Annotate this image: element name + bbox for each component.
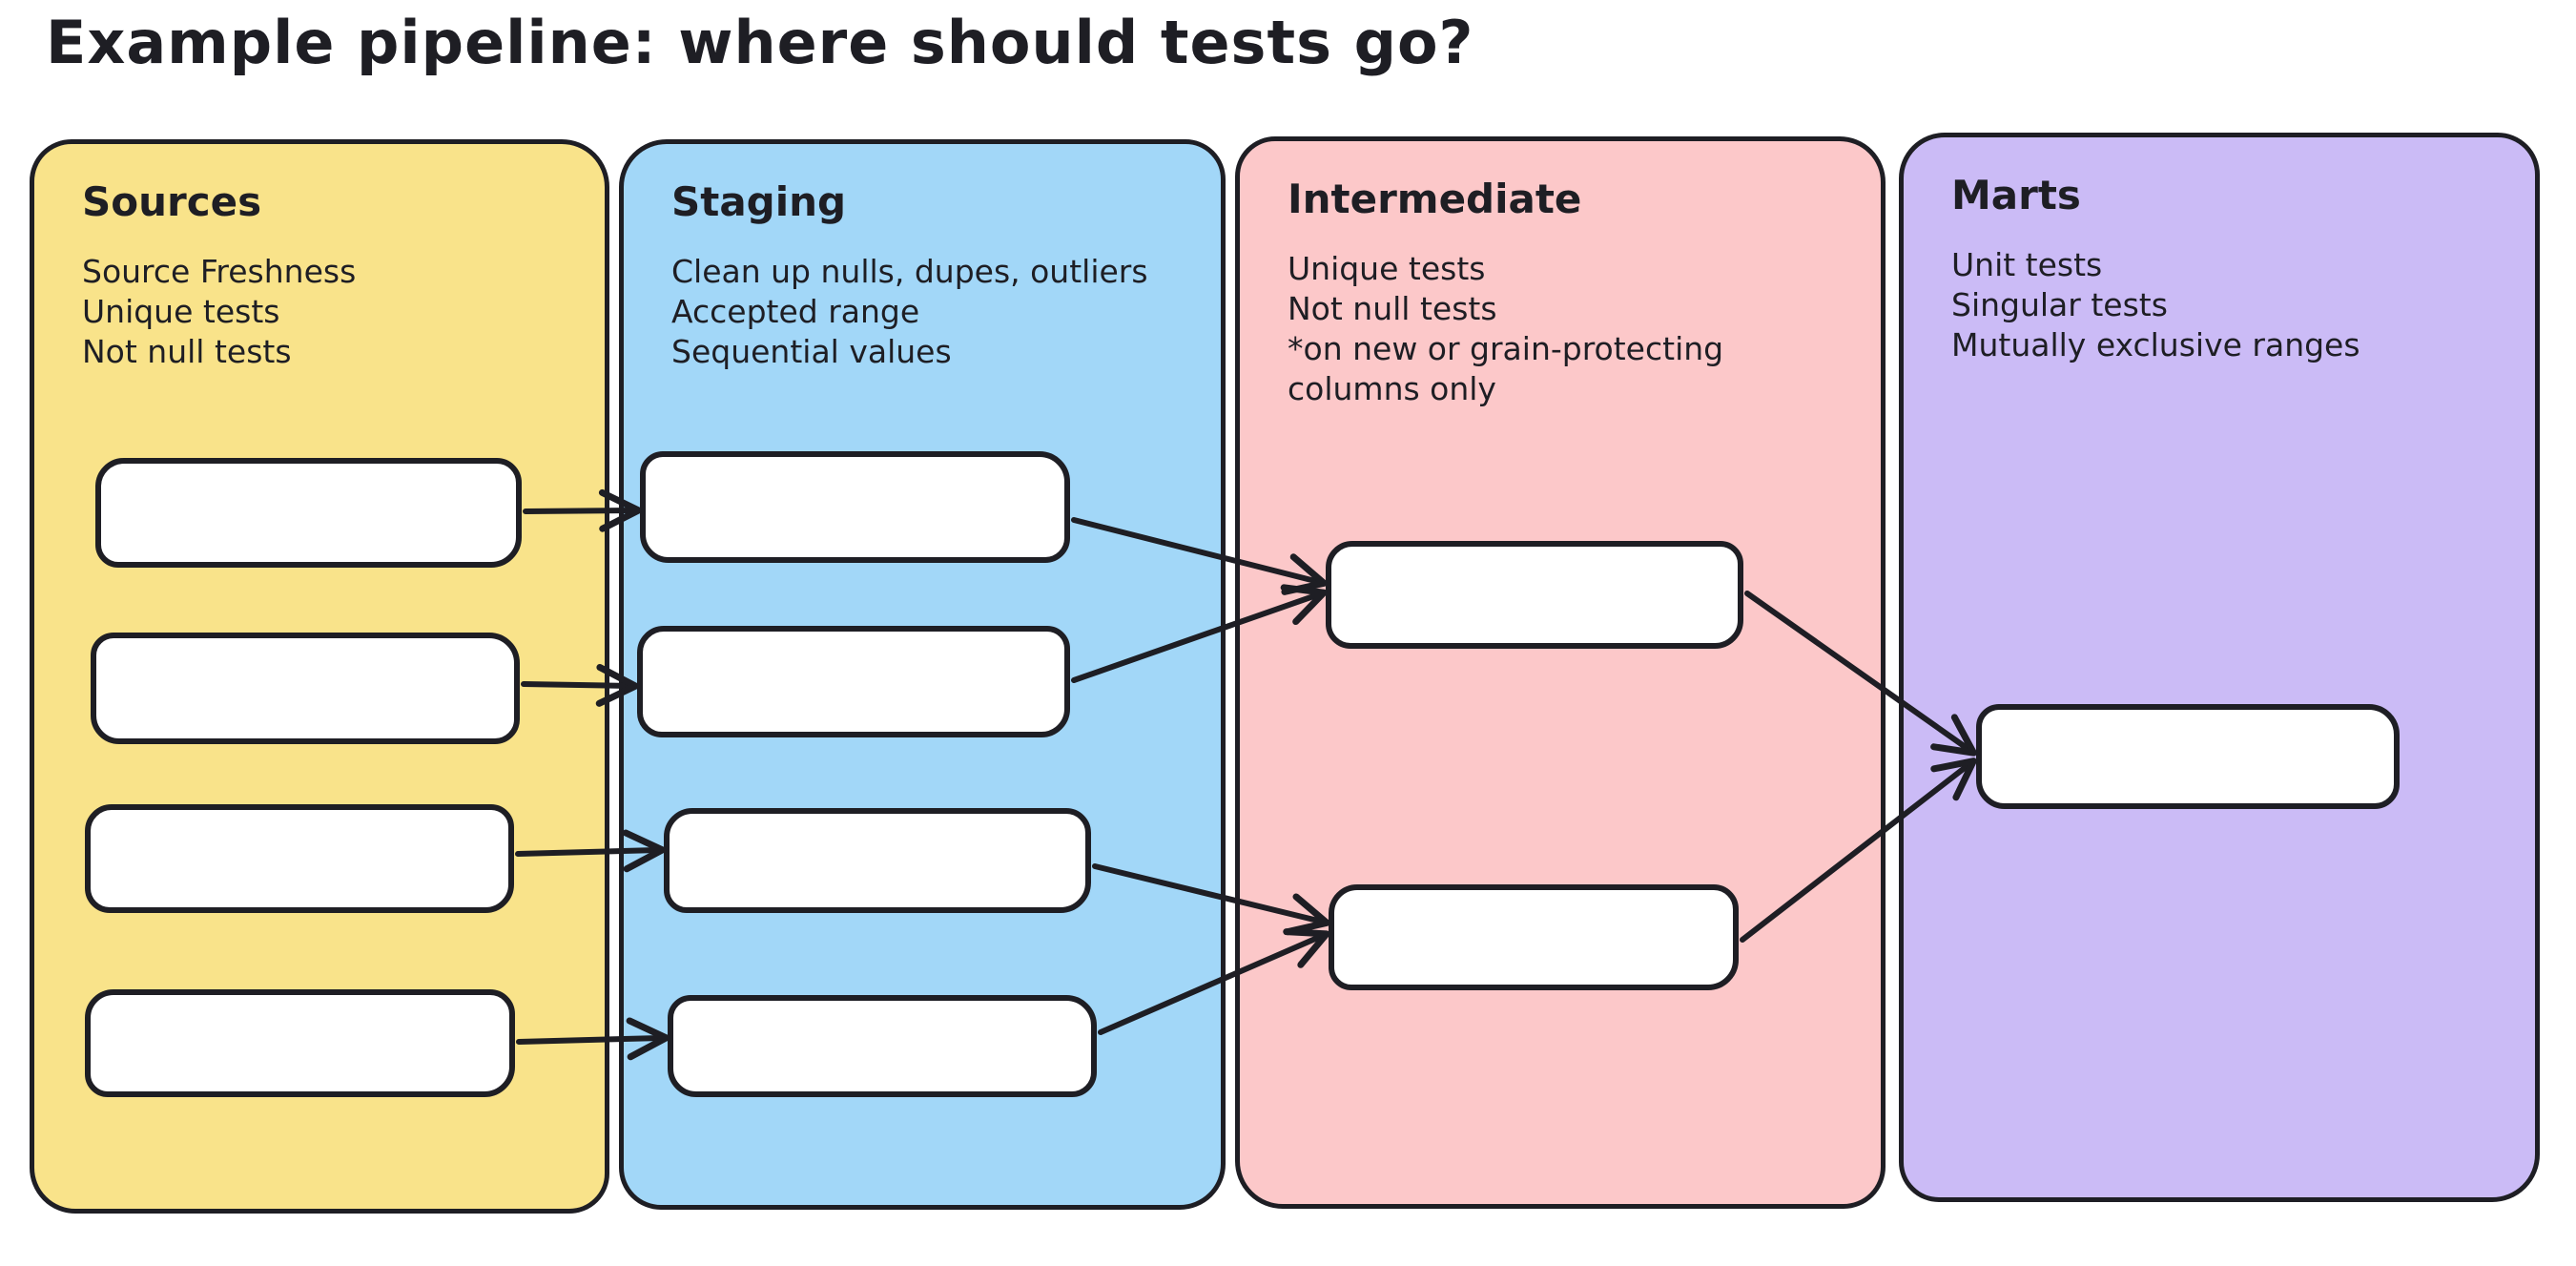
note-line: Unique tests bbox=[82, 293, 280, 330]
intermediate-model-1 bbox=[1326, 541, 1743, 649]
marts-model-1 bbox=[1976, 704, 2400, 809]
column-marts: Marts Unit tests Singular tests Mutually… bbox=[1899, 133, 2540, 1202]
column-intermediate-header: Intermediate bbox=[1288, 176, 1582, 222]
column-sources-notes: Source Freshness Unique tests Not null t… bbox=[82, 252, 557, 372]
source-model-4 bbox=[85, 989, 515, 1097]
staging-model-1 bbox=[640, 451, 1070, 563]
column-sources-header: Sources bbox=[82, 178, 262, 225]
column-intermediate-notes: Unique tests Not null tests *on new or g… bbox=[1288, 249, 1833, 409]
note-line: Accepted range bbox=[671, 293, 920, 330]
intermediate-model-2 bbox=[1329, 884, 1739, 990]
note-line: Source Freshness bbox=[82, 253, 357, 290]
column-staging-header: Staging bbox=[671, 178, 847, 225]
column-marts-notes: Unit tests Singular tests Mutually exclu… bbox=[1951, 245, 2487, 365]
note-line: Not null tests bbox=[82, 333, 292, 370]
source-model-3 bbox=[85, 804, 514, 913]
staging-model-3 bbox=[664, 808, 1091, 913]
column-marts-header: Marts bbox=[1951, 172, 2081, 218]
note-line: Clean up nulls, dupes, outliers bbox=[671, 253, 1148, 290]
staging-model-4 bbox=[668, 995, 1097, 1097]
note-line: Not null tests bbox=[1288, 290, 1497, 327]
source-model-2 bbox=[91, 633, 520, 744]
note-line: Unique tests bbox=[1288, 250, 1486, 287]
note-line: Singular tests bbox=[1951, 286, 2168, 323]
note-line: *on new or grain-protecting columns only bbox=[1288, 330, 1724, 407]
diagram-title: Example pipeline: where should tests go? bbox=[46, 8, 1474, 77]
source-model-1 bbox=[95, 458, 522, 568]
staging-model-2 bbox=[637, 626, 1070, 737]
column-staging-notes: Clean up nulls, dupes, outliers Accepted… bbox=[671, 252, 1173, 372]
note-line: Sequential values bbox=[671, 333, 952, 370]
note-line: Mutually exclusive ranges bbox=[1951, 326, 2360, 363]
note-line: Unit tests bbox=[1951, 246, 2103, 283]
column-intermediate: Intermediate Unique tests Not null tests… bbox=[1235, 136, 1886, 1209]
